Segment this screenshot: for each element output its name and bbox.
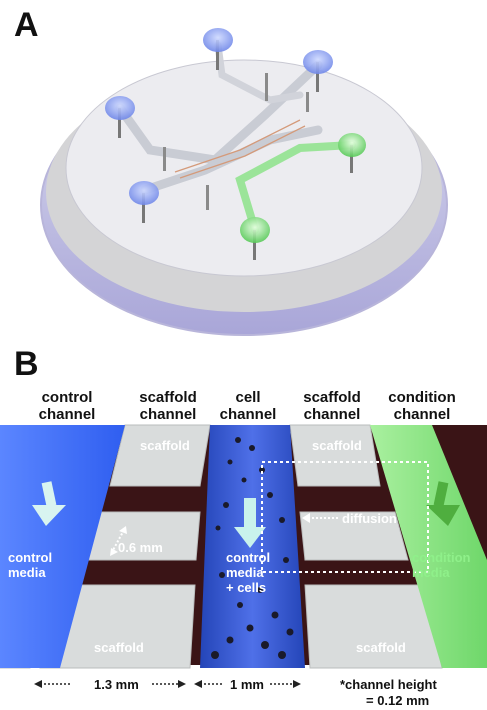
posts — [163, 73, 309, 210]
cells — [211, 437, 294, 659]
channel-height-note: *channel height = 0.12 mm — [340, 677, 437, 708]
panel-a-label: A — [14, 6, 39, 44]
scaffold-label-bottom-right: scaffold — [356, 640, 406, 655]
scaffold-width-label: 1.3 mm — [94, 677, 139, 692]
green-well-right — [338, 133, 366, 173]
blue-well-left — [105, 96, 135, 138]
microfluidic-device-illustration — [40, 28, 448, 336]
green-well-bottom — [240, 217, 270, 260]
blue-well-top — [203, 28, 233, 70]
diffusion-label: diffusion — [342, 511, 397, 526]
scaffold-blocks-right — [289, 424, 443, 669]
blue-well-right — [303, 50, 333, 92]
cell-flow-arrow — [234, 498, 266, 548]
scaffold-label-top-right: scaffold — [312, 438, 362, 453]
control-flow-arrow — [32, 481, 66, 526]
scaffold-label-top-left: scaffold — [140, 438, 190, 453]
cell-channel-width-label: 1 mm — [230, 677, 264, 692]
diffusion-arrow — [302, 513, 338, 523]
scaffold-label-bottom-left: scaffold — [94, 640, 144, 655]
condition-channel — [370, 425, 487, 668]
pdms-block — [65, 59, 423, 277]
condition-flow-arrow — [426, 481, 460, 526]
control-channel — [0, 425, 125, 668]
gap-size-label: 0.6 mm — [118, 540, 163, 555]
blue-well-bottom — [129, 181, 159, 223]
scaffold-blocks-left — [0, 424, 211, 669]
gap-region — [0, 425, 487, 665]
panel-b-label: B — [14, 345, 39, 383]
condition-channel-path — [235, 141, 356, 234]
cell-channel — [200, 425, 305, 668]
